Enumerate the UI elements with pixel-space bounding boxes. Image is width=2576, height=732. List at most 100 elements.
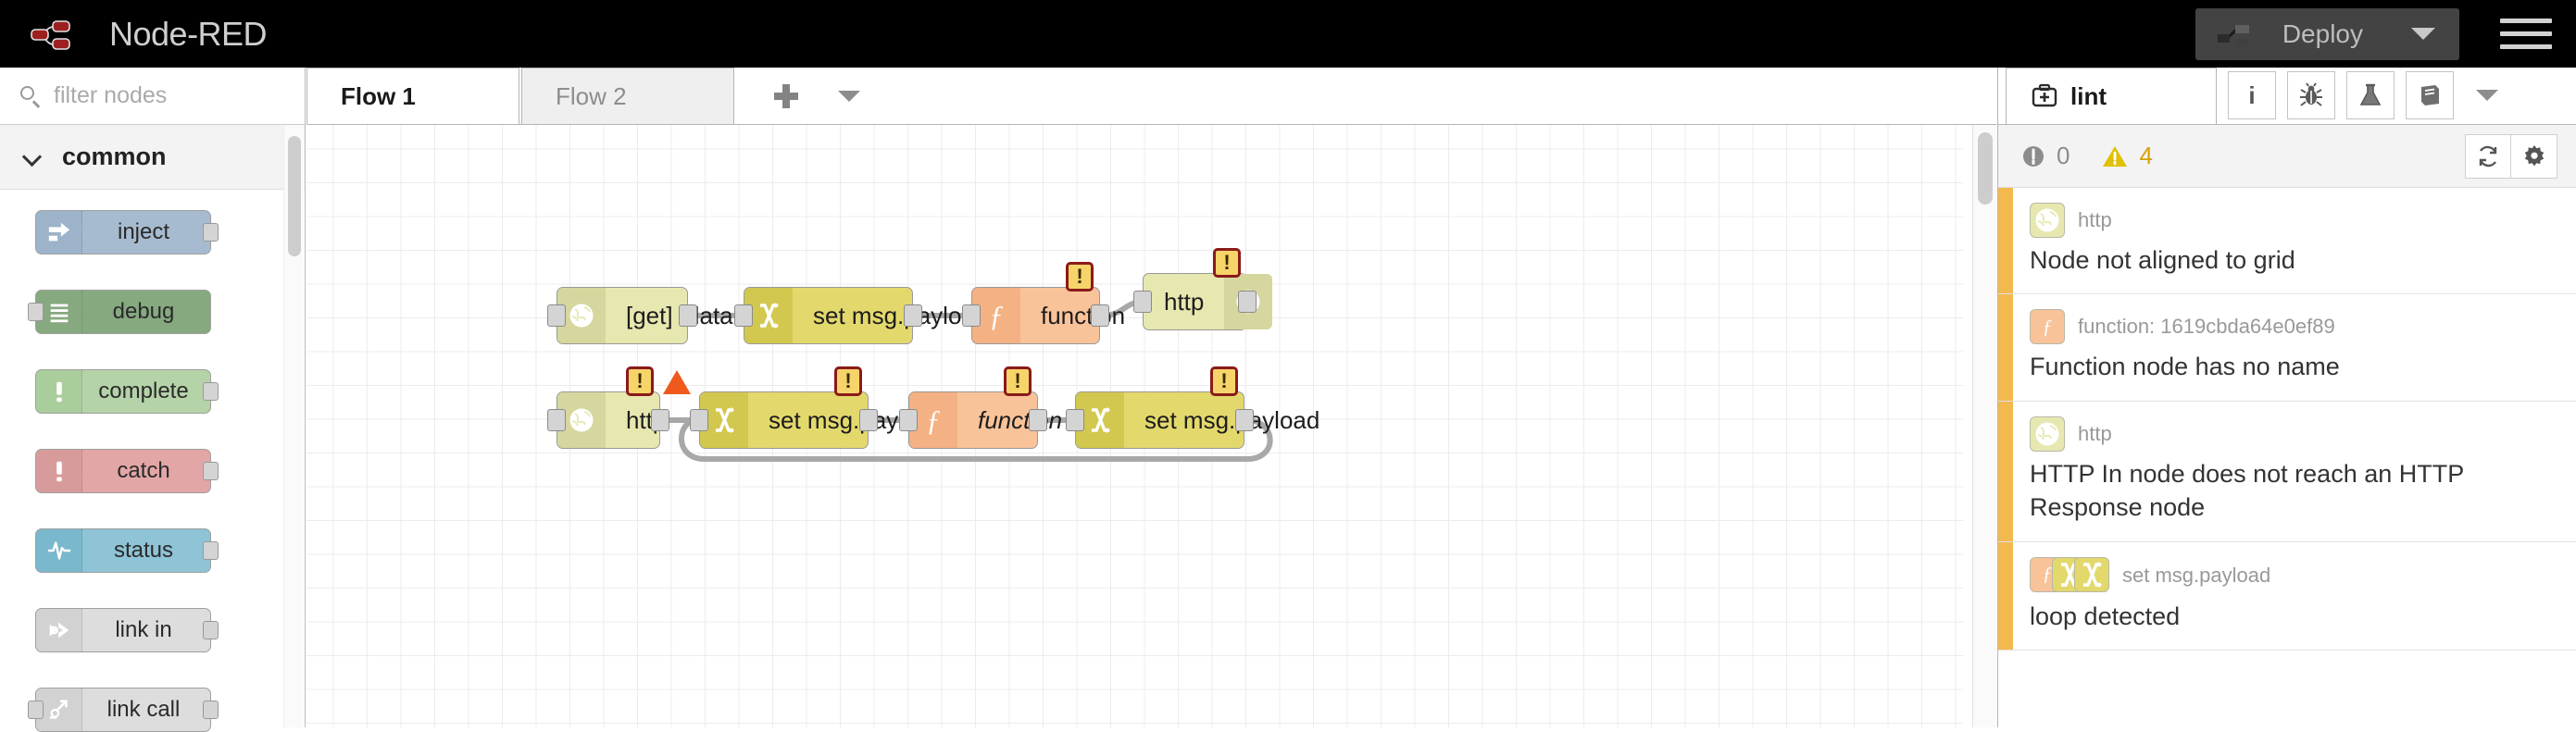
lint-item-source: set msg.payload (2122, 563, 2271, 587)
flow-node-change[interactable]: set msg.payload! (1066, 366, 1319, 449)
bug-icon (2300, 82, 2322, 106)
palette-item-status[interactable]: status (35, 528, 219, 573)
error-count: 0 (2057, 142, 2070, 169)
node-output-port[interactable] (651, 409, 669, 431)
hamburger-menu-icon[interactable] (2500, 19, 2552, 49)
node-output-port[interactable] (203, 701, 219, 719)
gear-icon (2524, 144, 2544, 166)
brand-logo-block: Node-RED (0, 14, 268, 54)
flow-node-label: http (1164, 287, 1205, 316)
node-palette: common inject debug complete catch status lin… (0, 68, 306, 732)
node-error-badge[interactable]: ! (626, 366, 654, 396)
node-output-port[interactable] (203, 223, 219, 242)
fx-icon: ƒ (909, 392, 957, 448)
flow-menu-button[interactable] (819, 68, 879, 124)
palette-item-label: link in (115, 617, 172, 642)
palette-scrollbar[interactable] (283, 125, 304, 727)
filter-nodes-input[interactable] (54, 82, 285, 109)
node-output-port[interactable] (859, 409, 878, 431)
node-output-port[interactable] (1091, 304, 1109, 327)
node-input-port[interactable] (28, 303, 44, 321)
flow-node-change[interactable]: set msg.payload! (690, 366, 944, 449)
node-input-port[interactable] (1066, 409, 1084, 431)
node-error-badge[interactable]: ! (1213, 248, 1241, 278)
tab-flow-2[interactable]: Flow 2 (521, 68, 734, 124)
flow-node-change[interactable]: set msg.payload (734, 287, 988, 344)
header-right-controls: Deploy (2195, 0, 2576, 68)
palette-item-label: inject (117, 219, 170, 244)
palette-item-label: debug (112, 299, 175, 324)
chevron-down-icon (2476, 90, 2498, 101)
node-output-port[interactable] (203, 541, 219, 560)
node-output-port[interactable] (203, 462, 219, 480)
node-error-badge[interactable]: ! (1004, 366, 1032, 396)
node-input-port[interactable] (547, 304, 566, 327)
node-error-badge[interactable]: ! (1210, 366, 1238, 396)
palette-category-common[interactable]: common (0, 125, 305, 190)
node-output-port[interactable] (904, 304, 922, 327)
sidebar-more-button[interactable] (2463, 71, 2511, 119)
node-error-badge[interactable]: ! (834, 366, 862, 396)
chevron-down-icon (23, 148, 42, 167)
globe-icon (2030, 416, 2065, 452)
lint-refresh-button[interactable] (2465, 133, 2511, 179)
switch-icon (2074, 556, 2109, 592)
node-input-port[interactable] (690, 409, 708, 431)
deploy-dropdown-button[interactable] (2387, 8, 2459, 60)
exclamation-icon (36, 450, 82, 492)
deploy-button[interactable]: Deploy (2195, 7, 2459, 60)
node-input-port[interactable] (734, 304, 753, 327)
canvas-scrollbar[interactable] (1972, 125, 1996, 727)
sidebar-help-button[interactable] (2406, 71, 2454, 119)
sidebar-debug-button[interactable] (2287, 71, 2335, 119)
sidebar-info-button[interactable]: i (2228, 71, 2276, 119)
node-input-port[interactable] (962, 304, 981, 327)
node-output-port[interactable] (1029, 409, 1047, 431)
palette-item-link-call[interactable]: link call (28, 688, 219, 732)
tab-flow-1[interactable]: Flow 1 (306, 68, 519, 124)
node-output-port[interactable] (1235, 409, 1254, 431)
lint-item-head: http (2030, 416, 2552, 452)
palette-item-inject[interactable]: inject (35, 210, 219, 254)
flow-node-http-in[interactable]: http! (547, 366, 691, 449)
palette-item-debug[interactable]: debug (28, 290, 211, 334)
node-input-port[interactable] (899, 409, 918, 431)
lint-toolbar-actions (2465, 133, 2557, 179)
lint-settings-button[interactable] (2511, 133, 2557, 179)
node-output-port[interactable] (1238, 291, 1257, 313)
canvas-scrollbar-thumb[interactable] (1978, 132, 1993, 205)
flow-node-http-in[interactable]: [get] /data (547, 287, 733, 344)
warning-triangle-icon (2103, 145, 2128, 167)
node-warning-badge[interactable] (663, 370, 691, 394)
flow-node-http-resp[interactable]: http! (1133, 248, 1273, 330)
sidebar-test-button[interactable] (2346, 71, 2395, 119)
warning-count: 4 (2139, 142, 2153, 169)
tab-lint[interactable]: lint (2006, 68, 2217, 124)
brand-title: Node-RED (109, 14, 268, 53)
node-output-port[interactable] (679, 304, 697, 327)
lint-summary-toolbar: 0 4 (1998, 125, 2576, 188)
node-input-port[interactable] (1133, 291, 1152, 313)
palette-scrollbar-thumb[interactable] (288, 136, 301, 256)
node-input-port[interactable] (28, 701, 44, 719)
node-error-badge[interactable]: ! (1066, 262, 1094, 292)
refresh-icon (2479, 145, 2497, 167)
add-flow-button[interactable] (753, 68, 819, 124)
node-input-port[interactable] (547, 409, 566, 431)
palette-item-link-in[interactable]: link in (35, 608, 219, 652)
node-output-port[interactable] (203, 621, 219, 639)
node-output-port[interactable] (203, 382, 219, 401)
palette-item-complete[interactable]: complete (35, 369, 219, 414)
palette-item-catch[interactable]: catch (35, 449, 219, 493)
